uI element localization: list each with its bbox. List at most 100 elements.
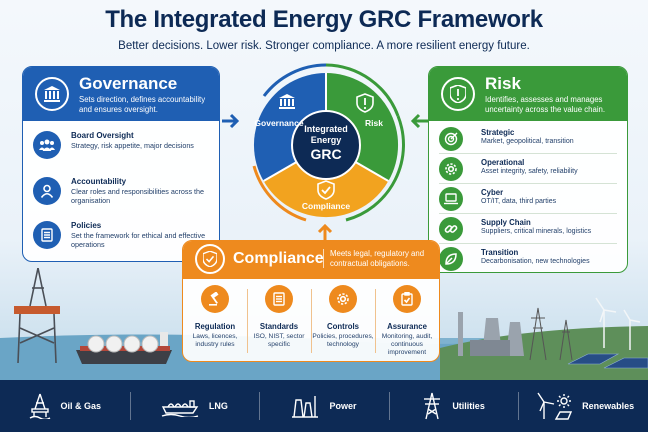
document-list-icon	[265, 285, 293, 313]
gavel-icon	[201, 285, 229, 313]
sector-label: Renewables	[582, 401, 635, 411]
oil-rig-illustration	[14, 268, 60, 364]
sector-lng: LNG	[129, 380, 260, 432]
divider	[247, 289, 248, 353]
power-plant-illustration	[458, 312, 524, 356]
item-description: Strategy, risk appetite, major decisions	[71, 141, 194, 150]
compliance-header: Compliance Meets legal, regulatory and c…	[183, 241, 439, 279]
wheel-label-compliance: Compliance	[301, 201, 351, 211]
solar-panels-illustration	[567, 353, 648, 369]
shield-check-icon	[195, 244, 225, 274]
compliance-arrow-icon	[317, 223, 333, 241]
page-title: The Integrated Energy GRC Framework	[105, 6, 543, 33]
wheel-label-governance: Governance	[254, 118, 304, 128]
divider	[375, 289, 376, 353]
wind-turbines-illustration	[595, 297, 641, 350]
wind-turbine-icon	[537, 392, 573, 420]
risk-item-strategic: Strategic Market, geopolitical, transiti…	[439, 127, 625, 157]
item-description: Laws, licences, industry rules	[192, 333, 238, 349]
sector-label: Oil & Gas	[60, 401, 102, 411]
sector-label: Power	[329, 401, 357, 411]
wheel-shield-alert-icon	[356, 93, 374, 113]
risk-item-supply-chain: Supply Chain Suppliers, critical mineral…	[439, 217, 625, 247]
sector-bar: Oil & Gas LNG Power Utilities Renewables	[0, 380, 648, 432]
risk-description: Identifies, assesses and manages uncerta…	[485, 95, 606, 114]
item-description: Monitoring, audit, continuous improvemen…	[381, 333, 433, 357]
governance-item-policies: Policies Set the framework for ethical a…	[33, 219, 217, 259]
target-icon	[439, 127, 463, 151]
lng-tanker-illustration	[76, 332, 172, 364]
grc-wheel: Governance Risk Compliance Integrated En…	[226, 56, 426, 234]
shield-alert-icon	[441, 77, 475, 111]
item-title: Controls	[326, 322, 360, 331]
wheel-center-line-1: Integrated	[304, 124, 348, 134]
clipboard-check-icon	[393, 285, 421, 313]
compliance-description: Meets legal, regulatory and contractual …	[323, 249, 435, 269]
people-group-icon	[33, 131, 61, 159]
transmission-towers-illustration	[529, 307, 573, 361]
wheel-center-line-3: GRC	[310, 146, 342, 162]
sector-power: Power	[259, 380, 389, 432]
page-subtitle: Better decisions. Lower risk. Stronger c…	[118, 40, 530, 52]
governance-description: Sets direction, defines accountability a…	[79, 95, 206, 114]
gear-icon	[439, 157, 463, 181]
pillared-building-icon	[35, 77, 69, 111]
wheel-shield-check-icon	[317, 180, 335, 200]
item-title: Operational	[481, 158, 525, 167]
sector-label: LNG	[208, 401, 228, 411]
item-title: Board Oversight	[71, 131, 134, 140]
compliance-item-standards: Standards ISO, NIST, sector specific	[249, 285, 309, 359]
sector-oil-gas: Oil & Gas	[0, 380, 130, 432]
lng-tanker-icon	[161, 400, 199, 417]
transmission-tower-icon	[424, 392, 441, 420]
item-title: Regulation	[194, 322, 236, 331]
sector-utilities: Utilities	[388, 380, 519, 432]
wheel-label-risk: Risk	[365, 118, 383, 128]
risk-item-operational: Operational Asset integrity, safety, rel…	[439, 157, 625, 187]
item-description: Suppliers, critical minerals, logistics	[481, 228, 592, 235]
governance-header: Governance Sets direction, defines accou…	[23, 67, 219, 121]
compliance-item-assurance: Assurance Monitoring, audit, continuous …	[377, 285, 437, 359]
person-icon	[33, 177, 61, 205]
gear-icon	[329, 285, 357, 313]
risk-arrow-icon	[410, 113, 428, 129]
laptop-icon	[439, 187, 463, 211]
item-description: Market, geopolitical, transition	[481, 138, 574, 145]
document-icon	[33, 221, 61, 249]
grc-wheel-graphic	[252, 63, 405, 222]
power-plant-icon	[292, 396, 319, 418]
compliance-item-regulation: Regulation Laws, licences, industry rule…	[185, 285, 245, 359]
item-title: Strategic	[481, 128, 515, 137]
item-description: Decarbonisation, new technologies	[481, 258, 590, 265]
item-title: Transition	[481, 248, 519, 257]
risk-header: Risk Identifies, assesses and manages un…	[429, 67, 627, 121]
divider	[439, 243, 617, 244]
sector-label: Utilities	[452, 401, 485, 411]
chain-link-icon	[439, 217, 463, 241]
item-description: Asset integrity, safety, reliability	[481, 168, 578, 175]
divider	[439, 153, 617, 154]
divider	[311, 289, 312, 353]
item-description: ISO, NIST, sector specific	[253, 333, 305, 349]
risk-panel: Risk Identifies, assesses and manages un…	[428, 66, 628, 273]
item-description: Set the framework for ethical and effect…	[71, 231, 206, 249]
sector-renewables: Renewables	[518, 380, 648, 432]
wheel-center-line-2: Energy	[310, 135, 342, 145]
compliance-panel: Compliance Meets legal, regulatory and c…	[182, 240, 440, 362]
item-title: Policies	[71, 221, 102, 230]
compliance-title: Compliance	[233, 250, 324, 267]
risk-title: Risk	[485, 74, 521, 93]
divider	[439, 213, 617, 214]
governance-title: Governance	[79, 74, 178, 93]
risk-item-transition: Transition Decarbonisation, new technolo…	[439, 247, 625, 272]
oil-rig-icon	[29, 393, 50, 419]
item-description: Clear roles and responsibilities across …	[71, 187, 205, 205]
governance-panel: Governance Sets direction, defines accou…	[22, 66, 220, 262]
wheel-building-icon	[279, 94, 295, 109]
governance-item-board-oversight: Board Oversight Strategy, risk appetite,…	[33, 129, 217, 169]
item-description: Policies, procedures, technology	[312, 333, 374, 349]
item-title: Standards	[259, 322, 299, 331]
governance-arrow-icon	[222, 113, 240, 129]
divider	[439, 183, 617, 184]
governance-item-accountability: Accountability Clear roles and responsib…	[33, 175, 217, 215]
